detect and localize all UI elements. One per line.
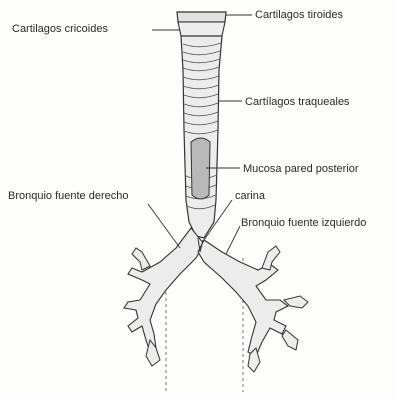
label-cartilagos-tiroides: Cartilagos tiroides (255, 10, 343, 21)
label-bronquio-fuente-derecho: Bronquio fuente derecho (8, 191, 128, 202)
right-main-bronchus (124, 228, 204, 352)
left-upper-branch (262, 246, 280, 270)
label-mucosa-pared-posterior: Mucosa pared posterior (243, 164, 359, 175)
posterior-wall-mucosa (191, 138, 210, 199)
right-upper-branch (132, 248, 150, 270)
cricoid-cartilage (178, 22, 225, 36)
label-carina: carina (235, 191, 265, 202)
thyroid-cartilage (177, 12, 226, 22)
trachea-body (181, 36, 222, 238)
leader-derecho (148, 204, 180, 248)
left-tip-branch (282, 330, 298, 350)
label-cartilagos-traqueales: Cartílagos traqueales (245, 97, 350, 108)
leader-izquierdo (226, 226, 240, 254)
label-cartilagos-cricoides: Cartilagos cricoides (12, 24, 108, 35)
label-bronquio-fuente-izquierdo: Bronquio fuente izquierdo (241, 218, 366, 229)
